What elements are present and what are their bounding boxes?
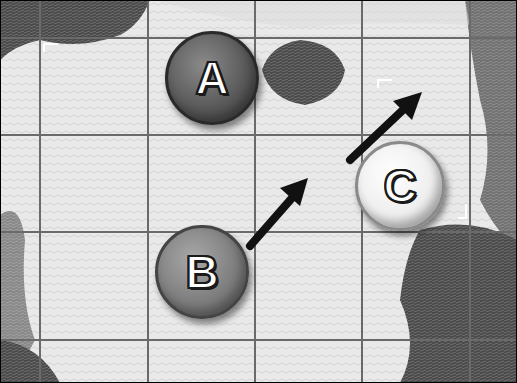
game-piece: B [155,225,249,319]
game-piece: C [355,141,445,231]
rock-area [0,0,150,60]
piece-letter: C [383,163,416,209]
move-arrow [250,178,308,246]
game-piece: A [165,31,259,125]
rock-patch [262,40,345,105]
piece-letter: B [185,249,218,295]
piece-letter: A [195,55,228,101]
rock-area [0,340,60,383]
rock-area [400,224,517,383]
frost-band [155,0,470,28]
